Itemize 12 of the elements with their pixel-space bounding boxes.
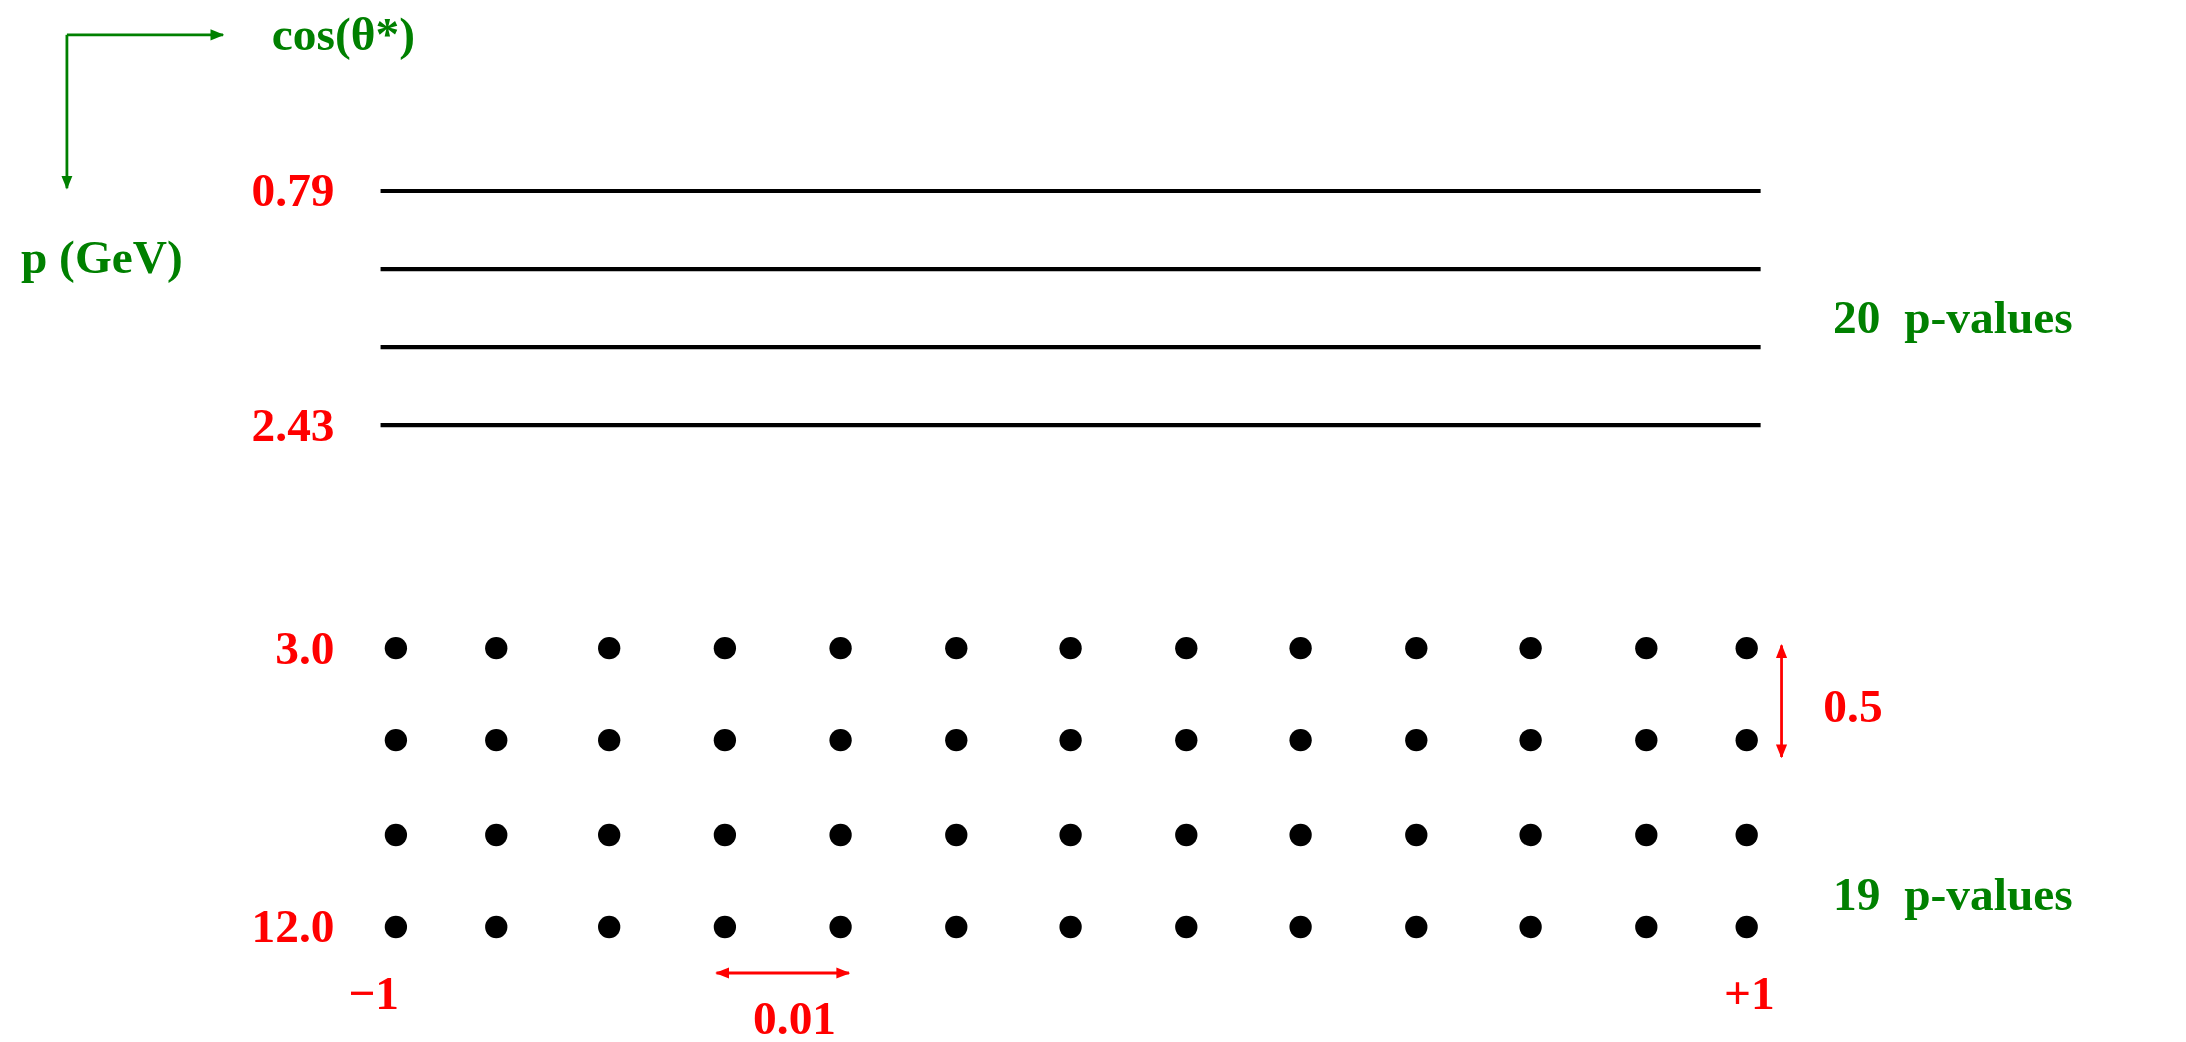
tick-label: +1 xyxy=(1724,970,1775,1018)
tick-label: −1 xyxy=(348,970,399,1018)
count-label: 20 p-values xyxy=(1833,294,2073,342)
tick-label: 3.0 xyxy=(275,624,335,672)
tick-label: 2.43 xyxy=(251,401,335,449)
dimension-label: 0.01 xyxy=(753,995,837,1042)
axis-label: p (GeV) xyxy=(20,234,183,282)
tick-label: 0.79 xyxy=(251,167,335,215)
count-label: 19 p-values xyxy=(1833,871,2073,919)
dimension-label: 0.5 xyxy=(1823,683,1883,731)
tick-label: 12.0 xyxy=(251,903,335,951)
axis-label: cos(θ*) xyxy=(271,11,415,59)
